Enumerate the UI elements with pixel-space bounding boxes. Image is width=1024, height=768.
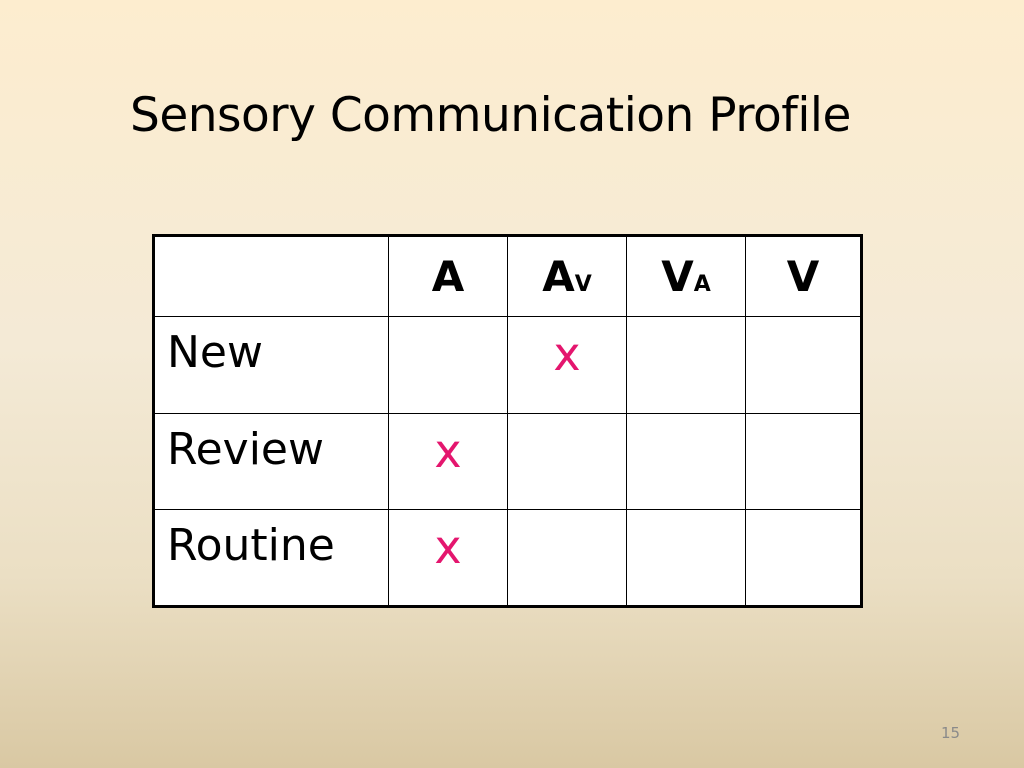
row-label-routine: Routine bbox=[153, 509, 389, 607]
table-row: New x bbox=[153, 316, 862, 414]
table-row: Review x bbox=[153, 412, 862, 511]
header-cell-va: VA bbox=[626, 234, 746, 318]
slide-title: Sensory Communication Profile bbox=[130, 88, 851, 143]
mark-cell bbox=[626, 316, 746, 414]
mark-cell bbox=[507, 509, 627, 607]
row-label-new: New bbox=[153, 316, 389, 414]
table-header-row: A AV VA V bbox=[153, 234, 862, 318]
mark-cell bbox=[507, 412, 627, 511]
mark-cell bbox=[388, 316, 508, 414]
row-label-review: Review bbox=[153, 412, 389, 511]
sensory-profile-table: A AV VA V New x Review x Routine x bbox=[152, 234, 863, 608]
header-cell-empty bbox=[153, 234, 389, 318]
header-cell-v: V bbox=[745, 234, 862, 318]
header-cell-av: AV bbox=[507, 234, 627, 318]
mark-cell bbox=[745, 509, 862, 607]
mark-cell bbox=[745, 316, 862, 414]
mark-cell bbox=[626, 412, 746, 511]
mark-cell: x bbox=[388, 412, 508, 511]
mark-cell bbox=[626, 509, 746, 607]
mark-cell bbox=[745, 412, 862, 511]
mark-cell: x bbox=[507, 316, 627, 414]
page-number: 15 bbox=[941, 724, 961, 742]
mark-cell: x bbox=[388, 509, 508, 607]
header-cell-a: A bbox=[388, 234, 508, 318]
table-row: Routine x bbox=[153, 509, 862, 607]
